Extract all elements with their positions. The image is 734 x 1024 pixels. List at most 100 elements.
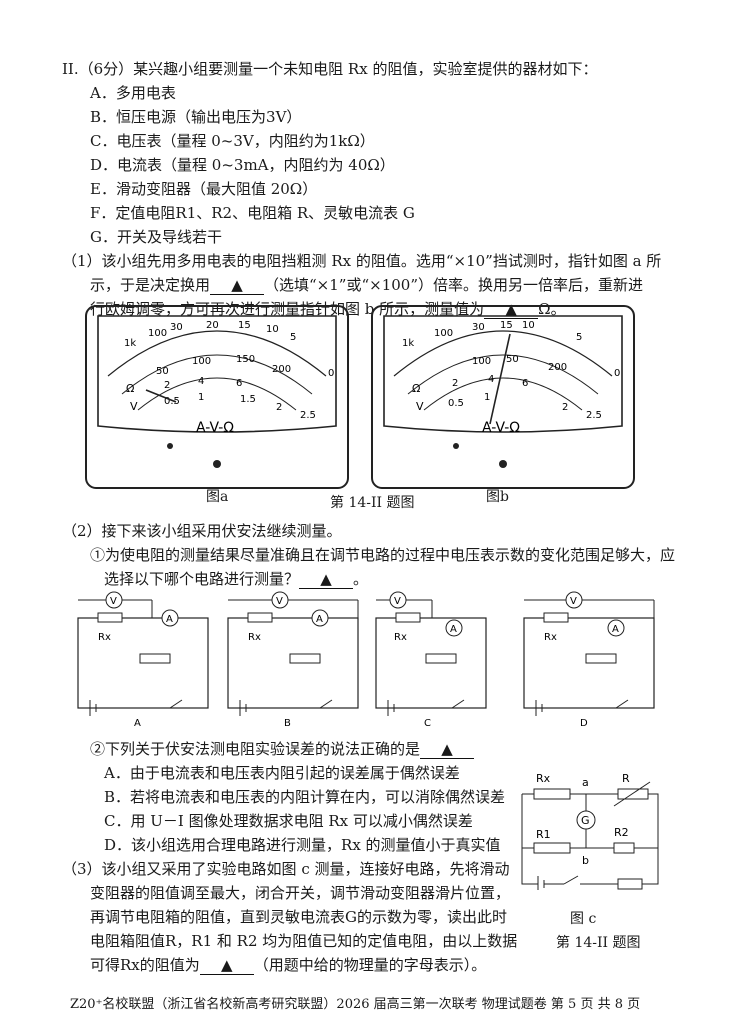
svg-text:S: S — [562, 888, 569, 890]
screw-icon — [167, 443, 173, 449]
part2-q2-line: ②下列关于伏安法测电阻实验误差的说法正确的是▲ — [90, 740, 475, 759]
svg-text:B: B — [284, 718, 291, 729]
svg-text:b: b — [582, 854, 589, 867]
svg-text:A: A — [134, 718, 141, 729]
item-b: B．恒压电源（输出电压为3V） — [90, 108, 302, 126]
svg-text:15: 15 — [500, 320, 513, 331]
part2-intro: （2）接下来该小组采用伏安法继续测量。 — [62, 522, 342, 540]
figure-c-circuit: G Rx a R R1 R2 b S — [521, 772, 659, 890]
svg-text:2: 2 — [562, 402, 568, 413]
answer-blank[interactable]: ▲ — [199, 956, 254, 975]
circuit-options: V A Rx A V A Rx B V A Rx C V A — [77, 591, 655, 729]
svg-text:0.5: 0.5 — [448, 398, 464, 409]
part1-line3: 行欧姆调零，方可再次进行测量指针如图 b 所示，测量值为▲Ω。 — [90, 300, 566, 319]
svg-text:4: 4 — [488, 374, 494, 385]
svg-text:2: 2 — [276, 402, 282, 413]
svg-text:Rx: Rx — [248, 632, 261, 643]
question-header: II.（6分）某兴趣小组要测量一个未知电阻 Rx 的阻值，实验室提供的器材如下： — [62, 60, 598, 78]
svg-text:2.5: 2.5 — [586, 410, 602, 421]
svg-text:200: 200 — [548, 362, 567, 373]
svg-text:2.5: 2.5 — [300, 410, 316, 421]
svg-text:0: 0 — [328, 368, 334, 379]
svg-text:A-V-Ω: A-V-Ω — [482, 420, 520, 436]
svg-text:6: 6 — [522, 378, 528, 389]
svg-text:50: 50 — [506, 354, 519, 365]
svg-text:30: 30 — [472, 322, 485, 333]
svg-text:10: 10 — [522, 320, 535, 331]
meter-a-needle — [145, 389, 177, 403]
svg-text:R2: R2 — [614, 826, 629, 839]
svg-text:R1: R1 — [536, 828, 551, 841]
svg-text:C: C — [424, 718, 431, 729]
svg-text:5: 5 — [576, 332, 582, 343]
svg-text:0.5: 0.5 — [164, 396, 180, 407]
answer-blank[interactable]: ▲ — [210, 276, 265, 295]
svg-text:V: V — [394, 596, 401, 607]
svg-text:Rx: Rx — [536, 772, 551, 785]
answer-blank[interactable]: ▲ — [420, 740, 475, 759]
caption-fig: 第 14-II 题图 — [330, 495, 415, 511]
svg-text:A: A — [166, 614, 173, 625]
svg-text:A-V-Ω: A-V-Ω — [196, 420, 234, 436]
circuit-d: V A Rx D — [523, 591, 655, 729]
multimeter-figure: 1k 100 30 20 15 10 5 0 100 150 200 50 2 … — [85, 305, 635, 489]
caption-fig-c: 图 c — [570, 911, 597, 927]
svg-text:150: 150 — [236, 354, 255, 365]
svg-text:1.5: 1.5 — [240, 394, 256, 405]
svg-text:G: G — [581, 814, 590, 827]
svg-text:2: 2 — [164, 380, 170, 391]
svg-text:Rx: Rx — [98, 632, 111, 643]
svg-text:0: 0 — [614, 368, 620, 379]
item-f: F．定值电阻R1、R2、电阻箱 R、灵敏电流表 G — [90, 204, 415, 222]
svg-text:1: 1 — [198, 392, 204, 403]
svg-text:Ω: Ω — [412, 382, 420, 395]
svg-text:30: 30 — [170, 322, 183, 333]
caption-b: 图b — [486, 489, 509, 505]
svg-text:V: V — [110, 596, 117, 607]
part3-line1: （3）该小组又采用了实验电路如图 c 测量，连接好电路，先将滑动 — [62, 860, 510, 878]
part1-line2: 示，于是决定换用▲（选填“×1”或“×100”）倍率。换用另一倍率后，重新进 — [90, 276, 644, 295]
svg-text:100: 100 — [434, 328, 453, 339]
svg-text:6: 6 — [236, 378, 242, 389]
option-c: C．用 U－I 图像处理数据求电阻 Rx 可以减小偶然误差 — [104, 812, 473, 830]
svg-text:A: A — [316, 614, 323, 625]
item-d: D．电流表（量程 0~3mA，内阻约为 40Ω） — [90, 156, 395, 174]
svg-text:Rx: Rx — [394, 632, 407, 643]
svg-text:V: V — [570, 596, 577, 607]
svg-text:A: A — [450, 624, 457, 635]
svg-text:Rx: Rx — [544, 632, 557, 643]
item-a: A．多用电表 — [90, 84, 176, 102]
svg-text:A: A — [612, 624, 619, 635]
screw-icon — [213, 460, 221, 468]
svg-text:Ω: Ω — [126, 382, 134, 395]
option-a: A．由于电流表和电压表内阻引起的误差属于偶然误差 — [104, 764, 460, 782]
answer-blank[interactable]: ▲ — [299, 570, 354, 589]
screw-icon — [499, 460, 507, 468]
meter-b-needle — [489, 333, 511, 425]
answer-blank[interactable]: ▲ — [484, 300, 539, 319]
svg-text:a: a — [582, 776, 589, 789]
svg-text:100: 100 — [148, 328, 167, 339]
svg-text:5: 5 — [290, 332, 296, 343]
part3-line5: 可得Rx的阻值为▲（用题中给的物理量的字母表示）。 — [90, 956, 487, 975]
part2-q1-line1: ①为使电阻的测量结果尽量准确且在调节电路的过程中电压表示数的变化范围足够大，应 — [90, 546, 676, 564]
item-c: C．电压表（量程 0~3V，内阻约为1kΩ） — [90, 132, 375, 150]
circuit-c: V A Rx C — [375, 591, 487, 729]
svg-text:200: 200 — [272, 364, 291, 375]
part2-q1-line2: 选择以下哪个电路进行测量？▲。 — [104, 570, 369, 589]
svg-text:R: R — [622, 772, 630, 785]
svg-text:V: V — [416, 400, 424, 413]
svg-text:D: D — [580, 718, 588, 729]
part3-line3: 再调节电阻箱的阻值，直到灵敏电流表G的示数为零，读出此时 — [90, 908, 507, 926]
svg-text:V: V — [276, 596, 283, 607]
part3-line4: 电阻箱阻值R，R1 和 R2 均为阻值已知的定值电阻，由以上数据 — [90, 932, 518, 950]
item-e: E．滑动变阻器（最大阻值 20Ω） — [90, 180, 318, 198]
caption-fig-c2: 第 14-II 题图 — [556, 935, 641, 951]
ohm-scale-text: 1k — [124, 338, 136, 349]
option-d: D．该小组选用合理电路进行测量，Rx 的测量值小于真实值 — [104, 836, 501, 854]
svg-text:10: 10 — [266, 324, 279, 335]
part3-line2: 变阻器的阻值调至最大，闭合开关，调节滑动变阻器滑片位置， — [90, 884, 511, 902]
svg-text:4: 4 — [198, 376, 204, 387]
svg-text:20: 20 — [206, 320, 219, 331]
svg-text:100: 100 — [472, 356, 491, 367]
